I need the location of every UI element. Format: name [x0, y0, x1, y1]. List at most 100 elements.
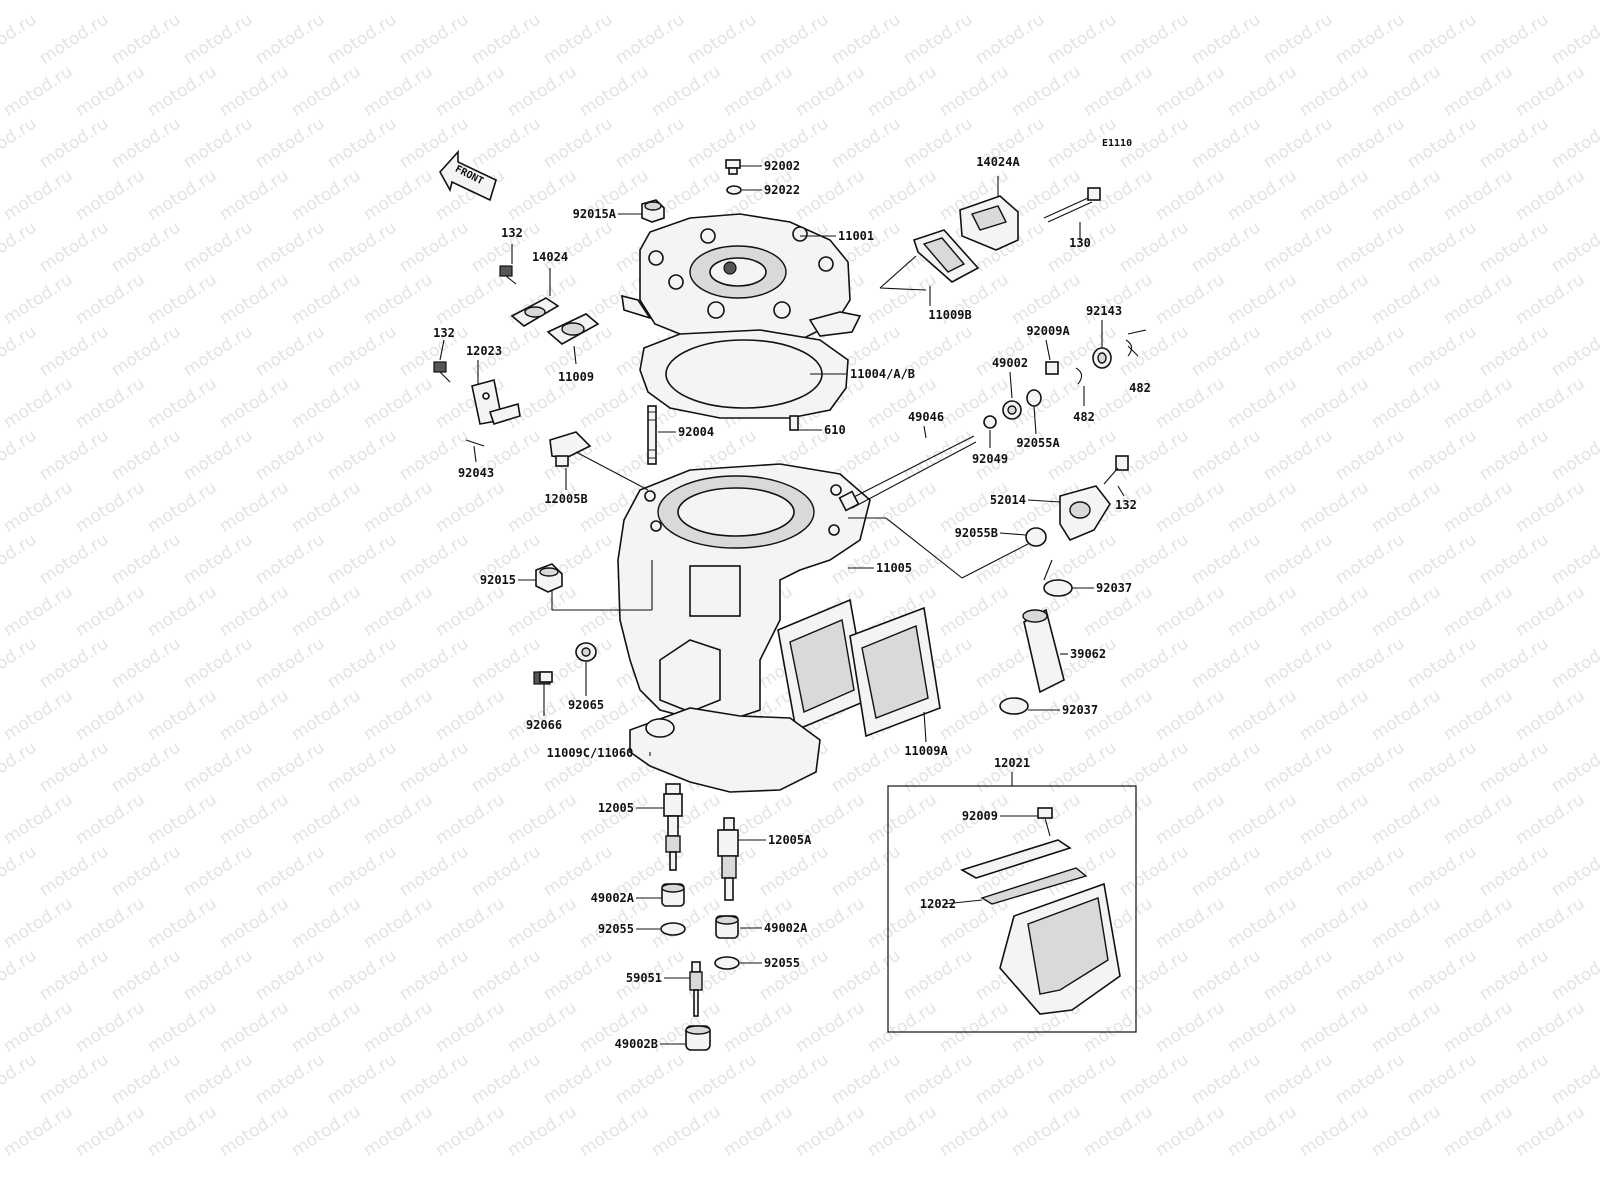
leader-lines [439, 165, 1147, 1045]
label-12022: 12022 [919, 897, 956, 911]
seal-49002 [1002, 400, 1022, 420]
label-92043: 92043 [457, 466, 495, 480]
label-11009: 11009 [557, 370, 595, 384]
diagram-code: E1110 [1102, 138, 1133, 149]
label-92009A: 92009A [1026, 324, 1070, 338]
front-arrow-icon [439, 149, 497, 202]
actuator-12005 [663, 783, 683, 871]
oring-92055A [1026, 389, 1042, 407]
label-11009C-11060: 11009C/11060 [546, 746, 634, 760]
label-12021: 12021 [993, 756, 1031, 770]
washer-92022 [726, 185, 742, 195]
label-14024A: 14024A [976, 155, 1020, 169]
collar-92143 [1092, 347, 1112, 369]
oring-92055-1 [660, 922, 686, 936]
exhaust-flange-14024 [510, 297, 560, 327]
seal-49002A-2 [715, 915, 739, 939]
label-92037-a: 92037 [1096, 581, 1133, 595]
label-92066: 92066 [525, 718, 563, 732]
label-92055-2: 92055 [764, 956, 801, 970]
bracket-12023 [471, 379, 521, 425]
label-92037-b: 92037 [1062, 703, 1099, 717]
exhaust-gasket-11009 [546, 313, 600, 345]
bolt-92009 [1037, 807, 1053, 837]
cylinder-11005 [617, 463, 871, 721]
label-11001: 11001 [838, 229, 875, 243]
label-11009B: 11009B [928, 308, 972, 322]
label-11004: 11004/A/B [850, 367, 916, 381]
label-11009A: 11009A [904, 744, 948, 758]
bolt-92002 [725, 159, 741, 175]
washer-92049 [983, 415, 997, 429]
stud-92004 [647, 405, 657, 465]
shaft-59051 [689, 961, 703, 1017]
label-92004: 92004 [678, 425, 715, 439]
label-59051: 59051 [625, 971, 662, 985]
label-92022: 92022 [764, 183, 801, 197]
intake-gasket-11009A [777, 598, 941, 738]
label-12005: 12005 [597, 801, 634, 815]
label-49046: 49046 [907, 410, 945, 424]
label-92065: 92065 [567, 698, 605, 712]
clip-482-b [1075, 367, 1083, 385]
label-52014: 52014 [989, 493, 1026, 507]
label-92055A: 92055A [1016, 436, 1060, 450]
label-92049: 92049 [971, 452, 1009, 466]
label-12005A: 12005A [768, 833, 812, 847]
oring-92055B [1025, 527, 1047, 547]
seal-49002A-1 [661, 883, 685, 907]
oring-92055-2 [714, 956, 740, 970]
bolt-92009A [1045, 361, 1059, 375]
label-482-b: 482 [1073, 410, 1095, 424]
label-482-a: 482 [1129, 381, 1151, 395]
label-49002A-2: 49002A [764, 921, 808, 935]
pin-92043 [465, 439, 485, 447]
bolt-132-c [1103, 455, 1129, 485]
reed-valve-12022 [960, 839, 1121, 1015]
rod-49046 [838, 435, 977, 512]
label-130: 130 [1069, 236, 1091, 250]
gasket-11009B [912, 229, 980, 283]
label-92055B: 92055B [954, 526, 998, 540]
label-132-a: 132 [501, 226, 523, 240]
clip-482-a [1125, 339, 1133, 357]
cover-14024A [959, 195, 1019, 251]
label-132-b: 132 [433, 326, 455, 340]
cylinder-head-11001 [621, 213, 862, 345]
label-49002: 49002 [991, 356, 1029, 370]
label-92002: 92002 [764, 159, 801, 173]
label-92015A: 92015A [572, 207, 616, 221]
actuator-12005A [717, 817, 739, 901]
label-610: 610 [824, 423, 846, 437]
label-39062: 39062 [1070, 647, 1107, 661]
label-49002B: 49002B [614, 1037, 658, 1051]
head-gasket-11004 [639, 329, 849, 419]
bolt-92066 [533, 671, 553, 685]
label-92009: 92009 [961, 809, 998, 823]
clamp-92037-a [1043, 579, 1073, 597]
actuator-12005B [549, 431, 592, 467]
bolt-130 [1043, 187, 1101, 223]
washer-92065 [575, 642, 597, 662]
label-92015: 92015 [479, 573, 516, 587]
cover-52014 [1059, 485, 1111, 541]
label-12005B: 12005B [544, 492, 588, 506]
label-92143: 92143 [1085, 304, 1123, 318]
label-12023: 12023 [465, 344, 503, 358]
label-49002A-1: 49002A [590, 891, 634, 905]
nut-92015 [535, 563, 563, 593]
seal-49002B [685, 1025, 711, 1051]
dowel-610 [789, 415, 799, 431]
label-14024: 14024 [531, 250, 569, 264]
bolt-132-a [499, 265, 517, 285]
bolt-132-b [433, 361, 451, 383]
label-11005: 11005 [876, 561, 913, 575]
label-92055-1: 92055 [597, 922, 634, 936]
label-132-c: 132 [1115, 498, 1137, 512]
hose-39062 [1022, 608, 1065, 694]
base-gasket-11009C [629, 707, 821, 793]
clamp-92037-b [999, 697, 1029, 715]
nut-92015A [641, 199, 665, 223]
